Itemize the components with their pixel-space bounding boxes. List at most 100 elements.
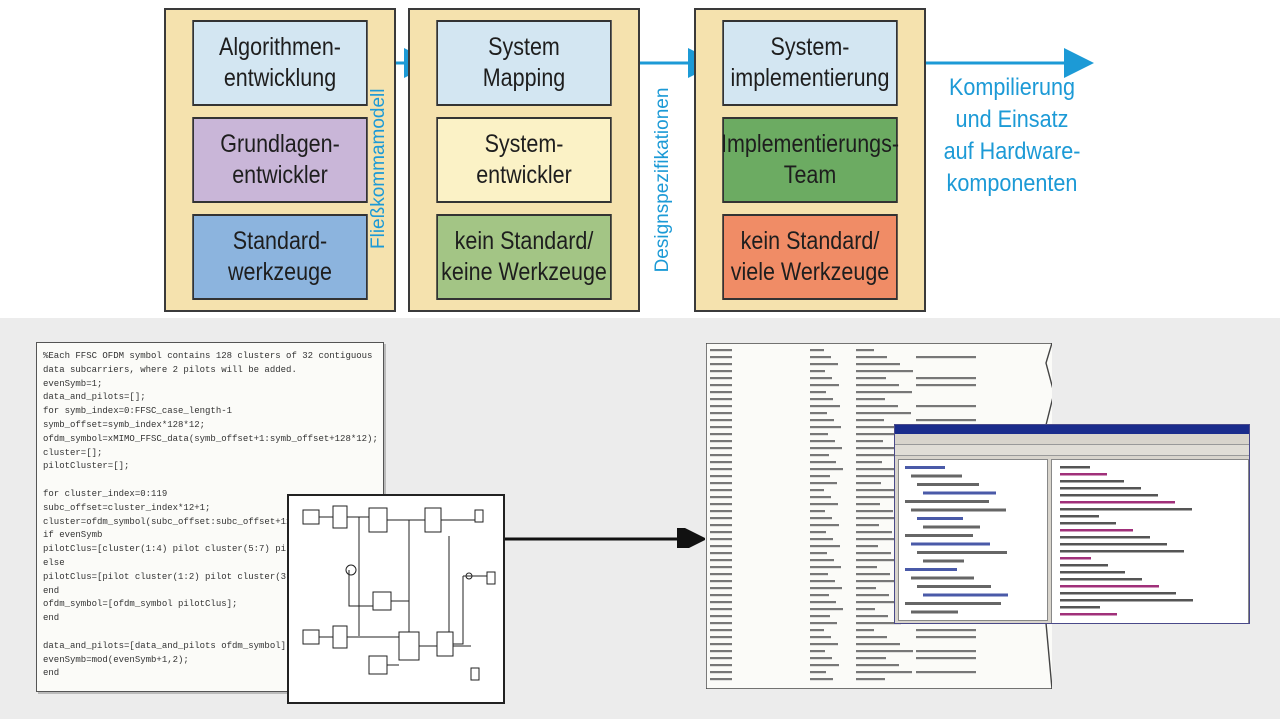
asm-text-line — [810, 657, 832, 660]
code-line: pilotCluster=[]; — [43, 461, 130, 472]
asm-text-line — [710, 643, 732, 646]
asm-text-line — [856, 433, 910, 436]
asm-text-line — [810, 622, 837, 625]
asm-text-line — [710, 657, 732, 660]
asm-text-line — [810, 524, 839, 527]
asm-text-line — [916, 650, 976, 653]
ide-menubar — [895, 434, 1249, 445]
asm-text-line — [856, 475, 908, 478]
asm-text-line — [856, 545, 878, 548]
asm-text-line — [710, 377, 732, 380]
column-mapping: System Mapping System- entwickler kein S… — [408, 8, 640, 312]
editor-line — [1060, 578, 1142, 581]
asm-text-line — [810, 608, 843, 611]
tree-item — [905, 466, 945, 469]
asm-text-line — [710, 363, 732, 366]
asm-text-line — [856, 552, 891, 555]
editor-line — [1060, 557, 1091, 560]
editor-line — [1060, 592, 1176, 595]
asm-text-line — [810, 552, 827, 555]
asm-text-line — [710, 678, 732, 681]
asm-text-line — [710, 545, 732, 548]
tree-item — [923, 525, 980, 529]
asm-text-line — [710, 573, 732, 576]
asm-text-line — [810, 482, 837, 485]
editor-line — [1060, 550, 1184, 553]
asm-text-line — [710, 433, 732, 436]
editor-line — [1060, 585, 1159, 588]
asm-text-line — [810, 517, 832, 520]
asm-text-line — [810, 594, 829, 597]
asm-text-line — [856, 678, 885, 681]
asm-text-line — [710, 650, 732, 653]
connector-arrow — [505, 528, 705, 548]
asm-text-line — [710, 468, 732, 471]
asm-text-line — [810, 671, 826, 674]
code-line: symb_offset=symb_index*128*12; — [43, 420, 206, 430]
box-grundlagenentwickler: Grundlagen- entwickler — [192, 117, 368, 203]
code-line: cluster=[]; — [43, 447, 103, 458]
asm-text-line — [916, 377, 976, 380]
code-line: pilotClus=[cluster(1:4) pilot cluster(5:… — [43, 544, 303, 555]
asm-text-line — [856, 629, 874, 632]
box-systemimplementierung: System- implementierung — [722, 20, 898, 106]
asm-text-line — [916, 419, 976, 422]
ide-titlebar — [895, 425, 1249, 434]
asm-text-line — [810, 419, 834, 422]
code-line: subc_offset=cluster_index*12+1; — [43, 502, 211, 513]
asm-text-line — [810, 587, 842, 590]
asm-text-line — [710, 664, 732, 667]
asm-text-line — [710, 440, 732, 443]
label-fliesskommamodell: Fließkommamodell — [368, 88, 389, 249]
asm-text-line — [856, 440, 883, 443]
tree-item — [917, 585, 991, 588]
asm-text-line — [856, 580, 903, 583]
tree-item — [917, 517, 963, 520]
asm-text-line — [810, 496, 831, 499]
asm-text-line — [810, 454, 829, 457]
box-kein-standard-viele-werkzeuge: kein Standard/ viele Werkzeuge — [722, 214, 898, 300]
code-line: data subcarriers, where 2 pilots will be… — [43, 364, 297, 375]
code-line: ofdm_symbol=xMIMO_FFSC_data(symb_offset+… — [43, 433, 378, 444]
asm-text-line — [710, 517, 732, 520]
asm-text-line — [810, 573, 828, 576]
asm-text-line — [856, 531, 892, 534]
asm-text-line — [916, 657, 976, 660]
asm-text-line — [710, 594, 732, 597]
asm-text-line — [710, 552, 732, 555]
editor-line — [1060, 529, 1133, 532]
code-line: end — [43, 613, 60, 624]
tree-item — [923, 491, 996, 495]
asm-text-line — [810, 433, 828, 436]
asm-text-line — [710, 601, 732, 604]
editor-line — [1060, 487, 1141, 490]
tree-item — [911, 610, 958, 614]
asm-text-line — [856, 384, 899, 387]
asm-text-line — [710, 454, 732, 457]
asm-text-line — [810, 559, 834, 562]
box-implementierungs-team: Implementierungs- Team — [721, 117, 899, 203]
asm-text-line — [856, 398, 885, 401]
box-algorithmenentwicklung: Algorithmen- entwicklung — [192, 20, 368, 106]
asm-text-line — [710, 475, 732, 478]
code-line: %Each FFSC OFDM symbol contains 128 clus… — [43, 351, 373, 361]
asm-text-line — [810, 461, 836, 464]
asm-text-line — [810, 643, 838, 646]
code-line: data_and_pilots=[]; — [43, 392, 146, 403]
asm-text-line — [710, 356, 732, 359]
asm-text-line — [856, 391, 912, 394]
tree-item — [911, 508, 1006, 512]
editor-line — [1060, 466, 1090, 469]
box-kein-standard-keine-werkzeuge: kein Standard/ keine Werkzeuge — [436, 214, 612, 300]
asm-text-line — [710, 412, 732, 415]
code-line: end — [43, 585, 60, 596]
asm-text-line — [856, 405, 898, 408]
asm-text-line — [810, 370, 825, 373]
asm-text-line — [856, 559, 904, 562]
asm-text-line — [710, 608, 732, 611]
asm-text-line — [916, 384, 976, 387]
asm-text-line — [856, 419, 884, 422]
asm-text-line — [710, 384, 732, 387]
asm-text-line — [810, 636, 831, 639]
asm-text-line — [810, 475, 830, 478]
